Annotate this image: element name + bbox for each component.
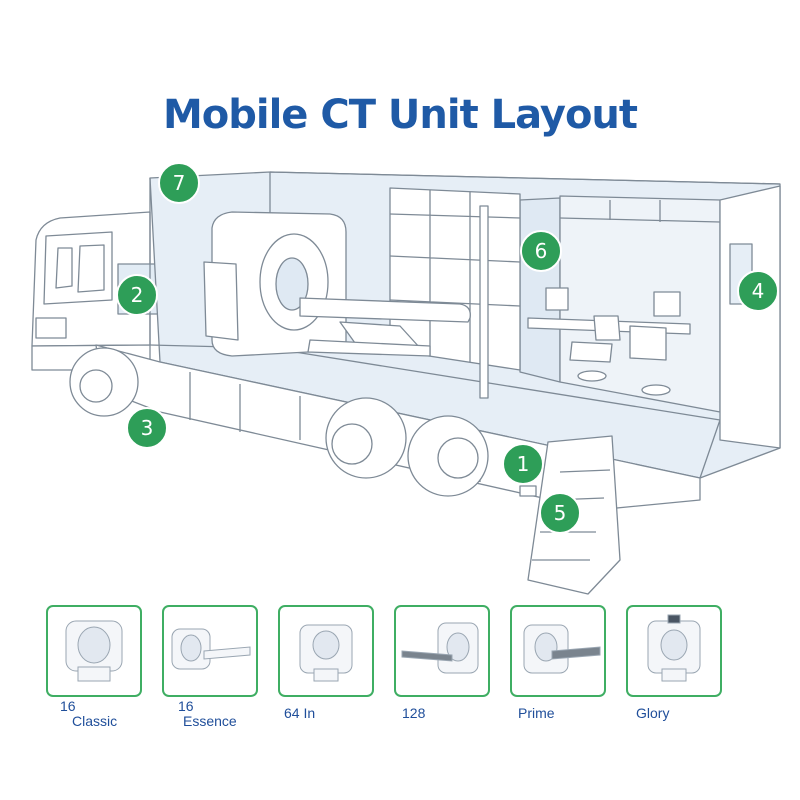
ct-scanner-icon: [65, 620, 123, 682]
model-caption-16-essence-line2: Essence: [183, 713, 237, 729]
ct-table: [299, 297, 471, 323]
ct-scanner-icon: [647, 614, 701, 682]
ct-scanner-icon: [523, 624, 601, 674]
model-thumbnail-prime[interactable]: [510, 605, 606, 697]
model-thumbnail-glory[interactable]: [626, 605, 722, 697]
model-caption-128: 128: [402, 705, 426, 721]
model-caption-16-classic-line2: Classic: [72, 713, 118, 729]
marker-5: 5: [539, 492, 581, 534]
marker-7: 7: [158, 162, 200, 204]
marker-2: 2: [116, 274, 158, 316]
model-caption-16-classic-line1: 16: [60, 698, 76, 714]
model-caption-glory: Glory: [636, 705, 670, 721]
model-thumbnail-16-essence[interactable]: [162, 605, 258, 697]
model-caption-16-essence-line1: 16: [178, 698, 194, 714]
marker-4: 4: [737, 270, 779, 312]
ct-scanner-icon: [299, 624, 353, 682]
model-thumbnail-16-classic[interactable]: [46, 605, 142, 697]
model-caption-64-in: 64 In: [284, 705, 316, 721]
model-thumbnail-128[interactable]: [394, 605, 490, 697]
page-title: Mobile CT Unit Layout: [162, 92, 638, 138]
ct-scanner-icon: [171, 628, 251, 670]
wheels: [69, 347, 489, 497]
marker-6: 6: [520, 230, 562, 272]
model-caption-prime: Prime: [518, 705, 555, 721]
model-thumbnail-64-in[interactable]: [278, 605, 374, 697]
ct-scanner-icon: [401, 622, 479, 674]
marker-1: 1: [502, 443, 544, 485]
marker-3: 3: [126, 407, 168, 449]
